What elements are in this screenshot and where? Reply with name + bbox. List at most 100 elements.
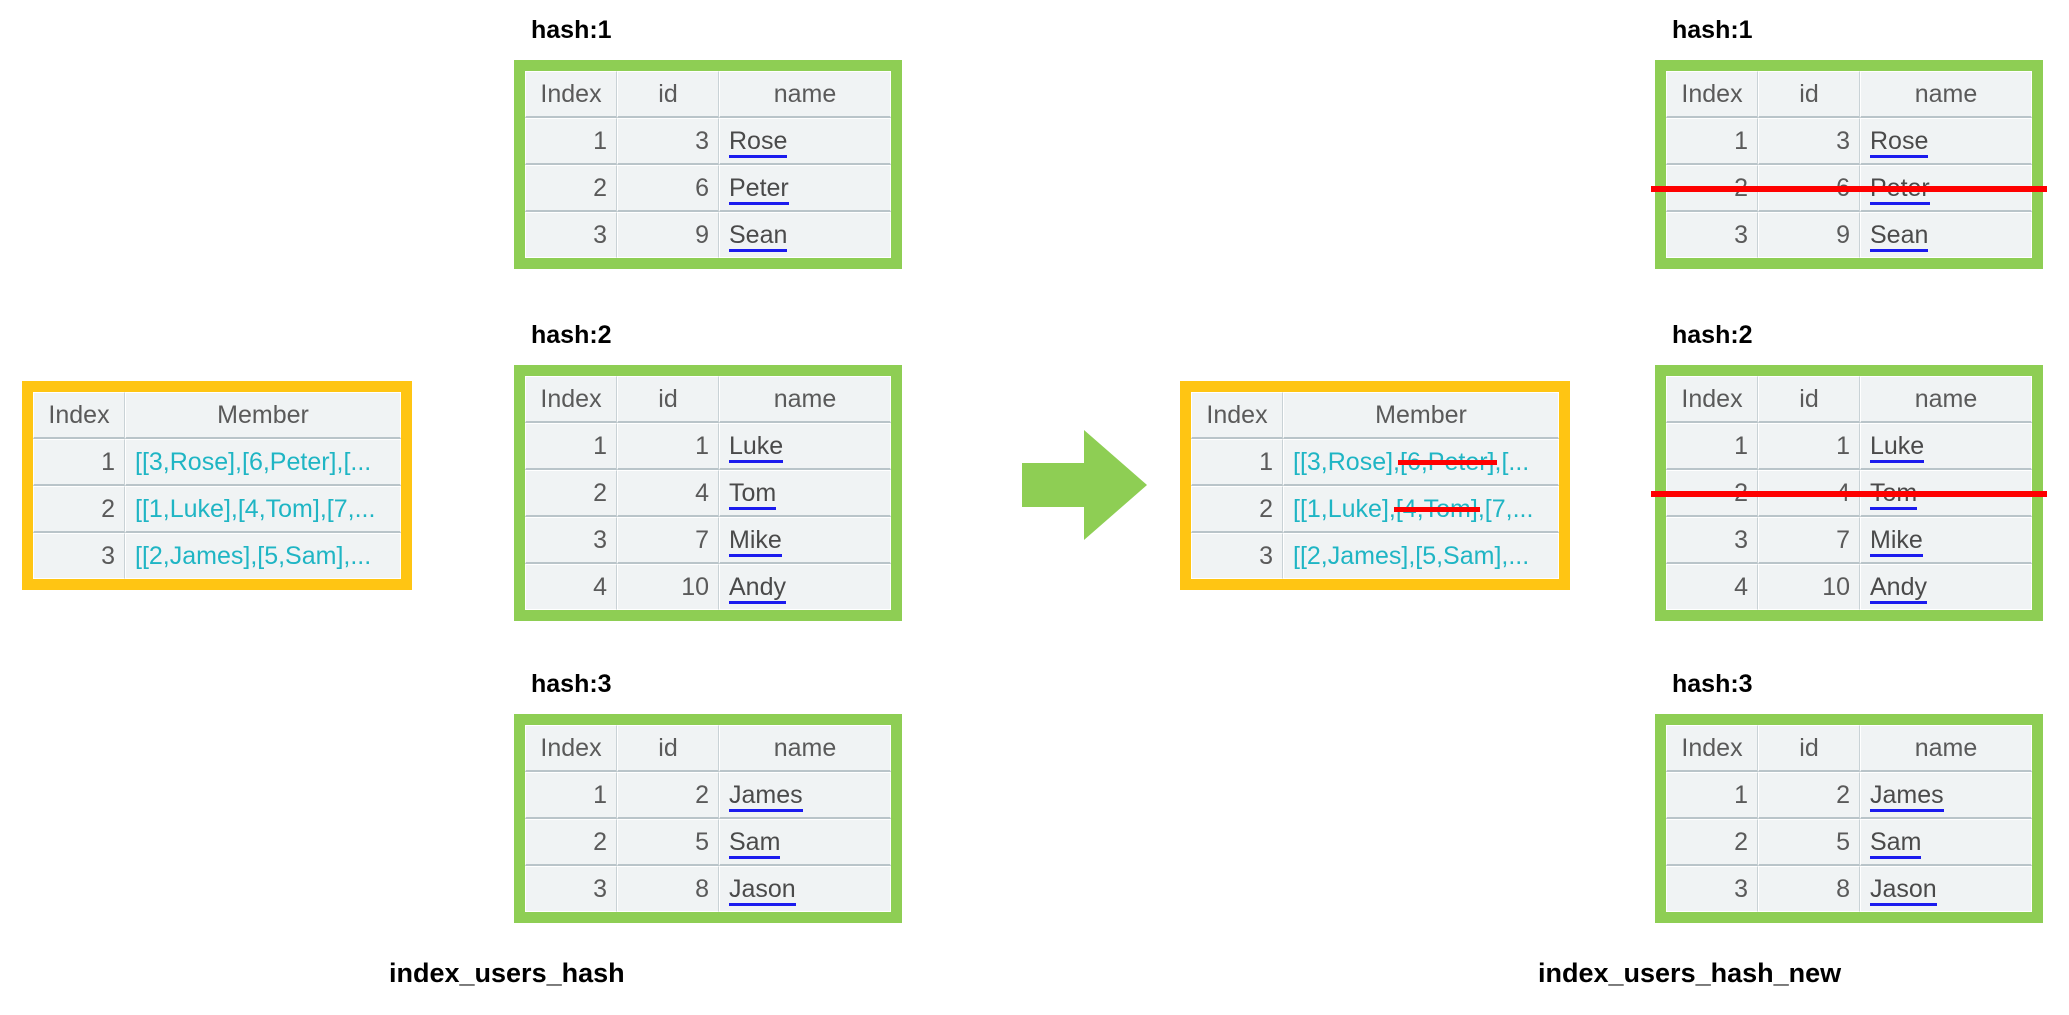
cell-index: 2: [525, 819, 617, 866]
cell-id: 1: [617, 423, 719, 470]
name-link[interactable]: Andy: [1870, 575, 1927, 604]
cell-id: 2: [1758, 772, 1860, 819]
member-fragment: [[2,James],[5,Sam],...: [1293, 542, 1530, 570]
member-fragment: [[1,Luke],: [1293, 495, 1396, 523]
member-value: [[1,Luke],[4,Tom],[7,...: [135, 495, 375, 523]
column-header-member: Member: [1283, 392, 1559, 439]
member-fragment: ,[7,...: [319, 495, 376, 523]
right-bottom-title: index_users_hash_new: [1538, 958, 1842, 988]
member-fragment: [[3,Rose],: [135, 448, 242, 476]
cell-index: 4: [1666, 564, 1758, 610]
name-link[interactable]: Sam: [1870, 830, 1922, 859]
left-bottom-title: index_users_hash: [389, 958, 625, 988]
name-link[interactable]: Andy: [729, 575, 786, 604]
cell-id: 4: [617, 470, 719, 517]
column-header-index: Index: [525, 71, 617, 118]
cell-name: Luke: [719, 423, 891, 470]
column-header-index: Index: [1666, 71, 1758, 118]
cell-name: Sam: [719, 819, 891, 866]
table-row: 1 [[3,Rose],[6,Peter],[...: [1191, 439, 1559, 486]
cell-index: 3: [33, 533, 125, 579]
cell-index: 2: [1666, 819, 1758, 866]
member-value: [[3,Rose],[6,Peter],[...: [1293, 448, 1529, 476]
member-fragment-struck: [6,Peter]: [1398, 440, 1496, 484]
name-link[interactable]: Jason: [1870, 877, 1937, 906]
name-link[interactable]: Rose: [1870, 129, 1929, 158]
member-fragment-struck: [4,Tom]: [1393, 487, 1480, 531]
name-link[interactable]: Tom: [729, 481, 777, 510]
cell-member: [[2,James],[5,Sam],...: [125, 533, 401, 579]
cell-name: Andy: [719, 564, 891, 610]
column-header-index: Index: [1666, 376, 1758, 423]
name-link[interactable]: Peter: [729, 176, 789, 205]
member-fragment: [[2,James],[5,Sam],...: [135, 542, 372, 570]
cell-name: Tom: [719, 470, 891, 517]
cell-index: 2: [525, 470, 617, 517]
column-header-id: id: [617, 71, 719, 118]
cell-member: [[1,Luke],[4,Tom],[7,...: [125, 486, 401, 533]
name-link[interactable]: Jason: [729, 877, 796, 906]
member-fragment: ,[...: [1494, 448, 1530, 476]
cell-index: 1: [1191, 439, 1283, 486]
name-link[interactable]: James: [1870, 783, 1944, 812]
cell-member: [[2,James],[5,Sam],...: [1283, 533, 1559, 579]
name-link[interactable]: Luke: [729, 434, 784, 463]
member-value: [[1,Luke],[4,Tom],[7,...: [1293, 495, 1533, 523]
cell-id: 2: [617, 772, 719, 819]
name-link[interactable]: James: [729, 783, 803, 812]
name-link[interactable]: Sam: [729, 830, 781, 859]
cell-name: James: [719, 772, 891, 819]
cell-name: Rose: [719, 118, 891, 165]
name-link[interactable]: Luke: [1870, 434, 1925, 463]
member-value: [[3,Rose],[6,Peter],[...: [135, 448, 371, 476]
cell-id: 7: [1758, 517, 1860, 564]
column-header-index: Index: [525, 725, 617, 772]
right-hash-3-label: hash:3: [1672, 670, 1753, 698]
left-hash-1-label: hash:1: [531, 16, 612, 44]
column-header-id: id: [1758, 376, 1860, 423]
member-value: [[2,James],[5,Sam],...: [135, 542, 371, 570]
name-link[interactable]: Mike: [729, 528, 782, 557]
cell-member: [[3,Rose],[6,Peter],[...: [1283, 439, 1559, 486]
cell-name: Sean: [1860, 212, 2032, 258]
name-link[interactable]: Sean: [729, 223, 788, 252]
table-row: 1 [[3,Rose],[6,Peter],[...: [33, 439, 401, 486]
column-header-id: id: [617, 376, 719, 423]
cell-id: 5: [1758, 819, 1860, 866]
table-row: 2[[1,Luke],[4,Tom],[7,...: [1191, 486, 1559, 533]
member-fragment: [4,Tom]: [237, 495, 320, 523]
left-hash-3-label: hash:3: [531, 670, 612, 698]
cell-index: 1: [33, 439, 125, 486]
cell-id: 10: [617, 564, 719, 610]
cell-id: 9: [1758, 212, 1860, 258]
name-link[interactable]: Sean: [1870, 223, 1929, 252]
cell-index: 3: [1666, 517, 1758, 564]
name-link[interactable]: Mike: [1870, 528, 1923, 557]
cell-id: 3: [617, 118, 719, 165]
cell-index: 4: [525, 564, 617, 610]
name-link[interactable]: Rose: [729, 129, 788, 158]
